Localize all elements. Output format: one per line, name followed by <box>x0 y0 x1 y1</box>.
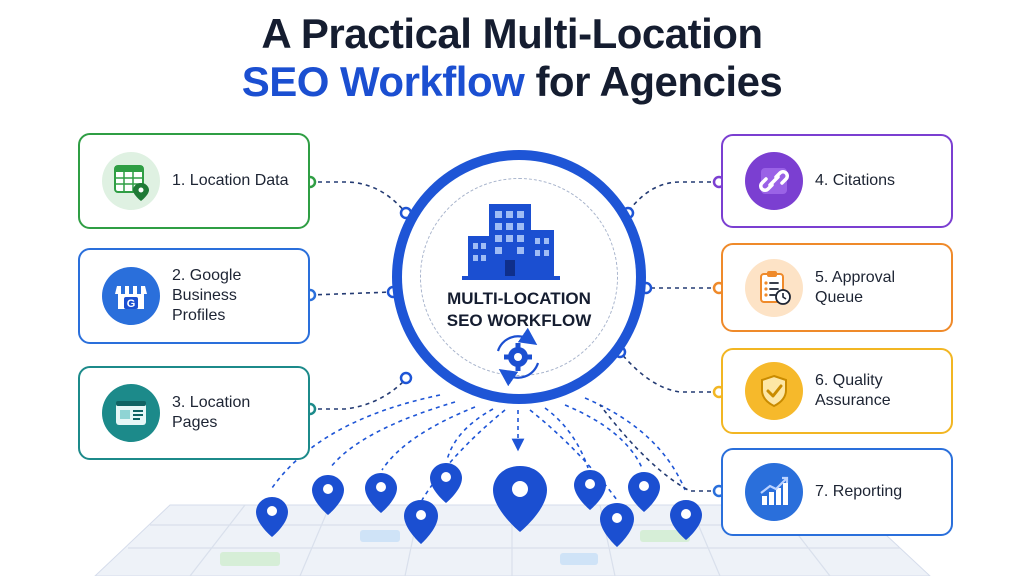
title-rest: for Agencies <box>524 58 783 105</box>
map-pin-icon-large <box>493 466 547 532</box>
map-pin-icon <box>670 500 702 540</box>
title-line-1: A Practical Multi-Location <box>261 10 763 57</box>
map-pin-icon <box>404 500 438 544</box>
step-label: 2. Google Business Profiles <box>172 267 242 324</box>
center-hub <box>392 150 646 404</box>
storefront-google-icon: G <box>102 267 160 325</box>
step-label: 4. Citations <box>815 172 896 189</box>
svg-text:G: G <box>127 298 136 310</box>
pin-connectors <box>271 394 686 501</box>
map-pin-icon <box>628 472 660 512</box>
page-title: A Practical Multi-Location SEO Workflow … <box>0 10 1024 106</box>
step-card-quality-assurance[interactable]: 6. Quality Assurance <box>721 348 953 434</box>
chain-link-icon <box>745 152 803 210</box>
clipboard-clock-icon <box>745 258 803 317</box>
title-highlight: SEO Workflow <box>241 58 525 105</box>
map-pin-icon <box>600 503 634 547</box>
step-label: 1. Location Data <box>172 172 289 189</box>
step-card-approval-queue[interactable]: 5. Approval Queue <box>721 243 953 332</box>
map-pin-icon <box>312 475 344 515</box>
step-card-reporting[interactable]: 7. Reporting <box>721 448 953 536</box>
title-line-2: SEO Workflow for Agencies <box>0 58 1024 106</box>
step-card-citations[interactable]: 4. Citations <box>721 134 953 228</box>
map-pin-icon <box>430 463 462 503</box>
step-label: 3. Location Pages <box>172 394 251 431</box>
step-label: 6. Quality Assurance <box>815 372 891 409</box>
location-pins <box>256 463 702 547</box>
web-page-icon <box>102 384 160 442</box>
step-card-google-business-profiles[interactable]: G 2. Google Business Profiles <box>78 248 310 344</box>
spreadsheet-map-pin-icon <box>102 152 160 210</box>
map-pin-icon <box>256 497 288 537</box>
map-pin-icon <box>574 470 606 510</box>
step-label: 7. Reporting <box>815 483 903 500</box>
card-connectors <box>309 181 719 492</box>
step-card-location-data[interactable]: 1. Location Data <box>78 133 310 229</box>
shield-check-icon <box>745 362 803 420</box>
bar-chart-icon <box>745 463 803 521</box>
map-pin-icon <box>365 473 397 513</box>
step-label: 5. Approval Queue <box>815 268 896 306</box>
step-card-location-pages[interactable]: 3. Location Pages <box>78 366 310 460</box>
center-label: MULTI-LOCATION SEO WORKFLOW <box>446 289 592 330</box>
